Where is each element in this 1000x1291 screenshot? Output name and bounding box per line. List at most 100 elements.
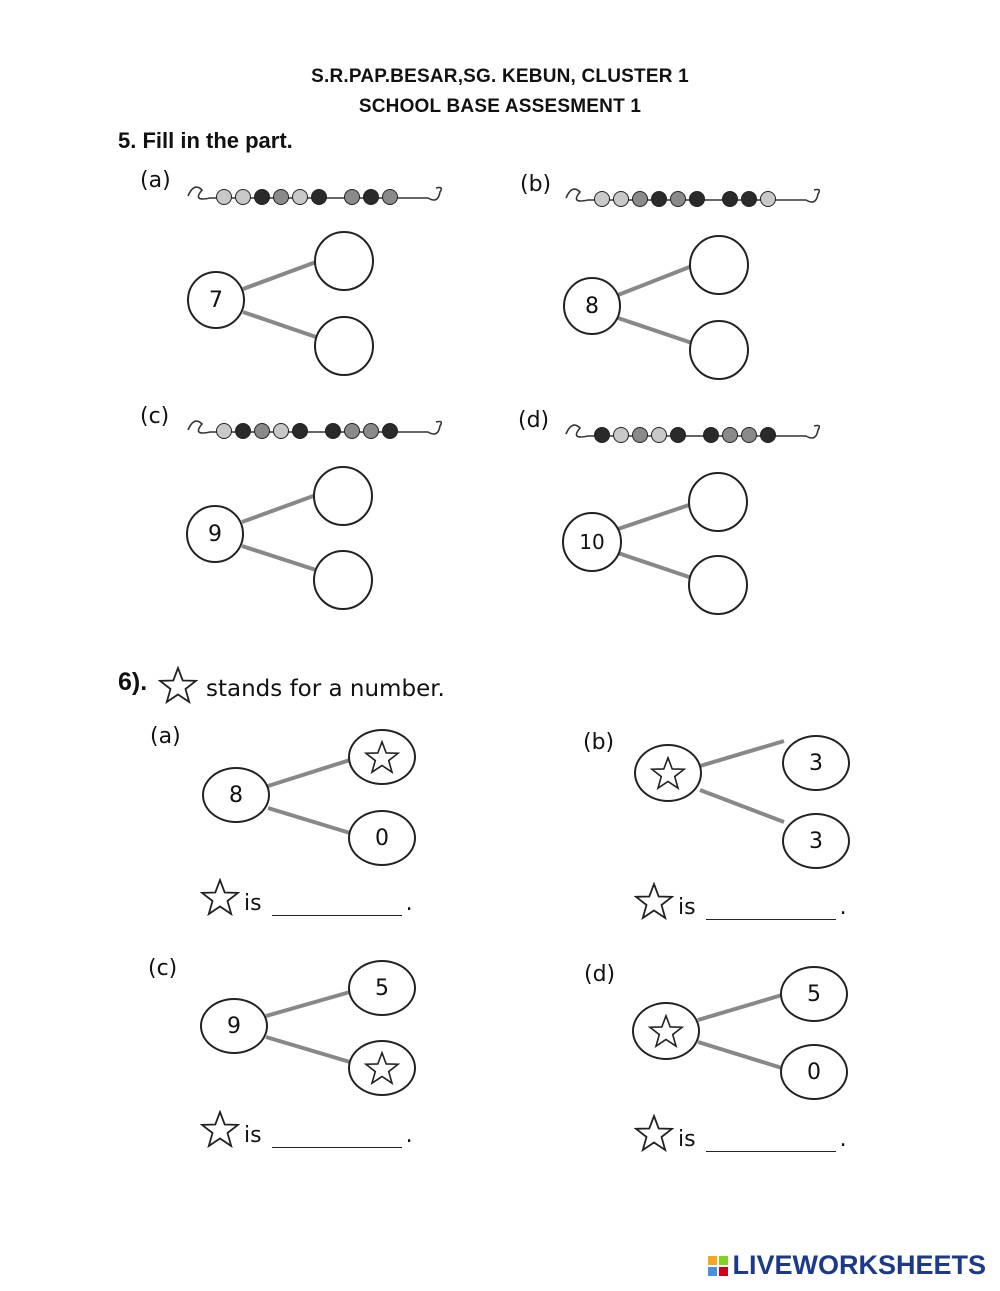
bead xyxy=(703,427,719,443)
q6c-part2-star-circle xyxy=(348,1040,416,1096)
q5d-part1-input[interactable] xyxy=(688,472,748,532)
star-icon xyxy=(200,878,240,916)
question-6-text: stands for a number. xyxy=(206,676,445,702)
bead xyxy=(741,191,757,207)
q6d-answer-blank[interactable] xyxy=(705,1131,836,1152)
q6d-part1-circle: 5 xyxy=(780,966,848,1022)
q5c-part1-input[interactable] xyxy=(313,466,373,526)
q6d-answer: is . xyxy=(634,1114,847,1152)
bead xyxy=(741,427,757,443)
q5-label-a: (a) xyxy=(140,168,171,193)
question-5-title: 5. Fill in the part. xyxy=(118,128,293,153)
bead xyxy=(632,191,648,207)
bead xyxy=(363,423,379,439)
q6d-whole-star-circle xyxy=(632,1002,700,1060)
school-title: S.R.PAP.BESAR,SG. KEBUN, CLUSTER 1 xyxy=(311,66,689,87)
star-icon xyxy=(364,740,400,774)
q5d-part2-input[interactable] xyxy=(688,555,748,615)
answer-word: is xyxy=(244,1123,262,1148)
q6a-whole-circle: 8 xyxy=(202,767,270,823)
q6a-part2-circle: 0 xyxy=(348,810,416,866)
q5b-part2-input[interactable] xyxy=(689,320,749,380)
bead xyxy=(344,189,360,205)
bead xyxy=(254,189,270,205)
q6a-answer: is . xyxy=(200,878,413,916)
bead xyxy=(670,191,686,207)
liveworksheets-logo-icon xyxy=(708,1255,729,1276)
q5a-part2-input[interactable] xyxy=(314,316,374,376)
answer-period: . xyxy=(405,1123,413,1148)
answer-period: . xyxy=(839,895,847,920)
bead xyxy=(689,191,705,207)
q6c-answer-blank[interactable] xyxy=(271,1127,402,1148)
bead xyxy=(594,427,610,443)
q6-label-d: (d) xyxy=(584,962,616,987)
q6b-whole-star-circle xyxy=(634,744,702,802)
bead xyxy=(651,191,667,207)
bead xyxy=(235,189,251,205)
q5c-whole-circle: 9 xyxy=(186,505,244,563)
bead xyxy=(216,423,232,439)
answer-word: is xyxy=(678,1127,696,1152)
bead xyxy=(670,427,686,443)
bead xyxy=(760,191,776,207)
bead-thread xyxy=(187,420,443,435)
q6-label-b: (b) xyxy=(583,730,615,755)
bead xyxy=(292,423,308,439)
q5c-part2-input[interactable] xyxy=(313,550,373,610)
bead xyxy=(344,423,360,439)
q6a-part1-star-circle xyxy=(348,729,416,785)
q6b-part2-circle: 3 xyxy=(782,813,850,869)
bead-thread xyxy=(565,424,821,439)
bead xyxy=(254,423,270,439)
bead xyxy=(311,189,327,205)
bead xyxy=(235,423,251,439)
q6b-answer: is . xyxy=(634,882,847,920)
q5a-whole-circle: 7 xyxy=(187,271,245,329)
liveworksheets-logo: LIVEWORKSHEETS xyxy=(708,1250,986,1281)
q6d-part2-circle: 0 xyxy=(780,1044,848,1100)
q5-label-c: (c) xyxy=(140,404,170,429)
star-icon xyxy=(650,756,686,790)
q5-label-d: (d) xyxy=(518,408,550,433)
answer-word: is xyxy=(678,895,696,920)
bead xyxy=(594,191,610,207)
assessment-title: SCHOOL BASE ASSESMENT 1 xyxy=(358,96,642,117)
bead xyxy=(292,189,308,205)
star-icon xyxy=(648,1014,684,1048)
q5b-part1-input[interactable] xyxy=(689,235,749,295)
bead xyxy=(613,191,629,207)
q6b-part1-circle: 3 xyxy=(782,735,850,791)
bead xyxy=(722,427,738,443)
logo-text: LIVEWORKSHEETS xyxy=(732,1250,986,1280)
bead-string-icon xyxy=(187,186,821,443)
star-icon xyxy=(364,1051,400,1085)
q6c-answer: is . xyxy=(200,1110,413,1148)
star-icon xyxy=(634,1114,674,1152)
q6b-answer-blank[interactable] xyxy=(705,899,836,920)
star-icon xyxy=(158,666,198,704)
q6a-answer-blank[interactable] xyxy=(271,895,402,916)
q6-label-c: (c) xyxy=(148,956,178,981)
bead xyxy=(216,189,232,205)
bead xyxy=(651,427,667,443)
answer-period: . xyxy=(405,891,413,916)
star-icon xyxy=(200,1110,240,1148)
bead xyxy=(382,423,398,439)
q6-label-a: (a) xyxy=(150,724,181,749)
bead xyxy=(722,191,738,207)
bead xyxy=(363,189,379,205)
q6c-whole-circle: 9 xyxy=(200,998,268,1054)
star-icon xyxy=(634,882,674,920)
question-6-number: 6). xyxy=(118,668,148,696)
q5a-part1-input[interactable] xyxy=(314,231,374,291)
answer-word: is xyxy=(244,891,262,916)
bead xyxy=(273,423,289,439)
bead xyxy=(760,427,776,443)
bead xyxy=(273,189,289,205)
q6c-part1-circle: 5 xyxy=(348,960,416,1016)
q5-label-b: (b) xyxy=(520,172,552,197)
bead xyxy=(325,423,341,439)
bead xyxy=(382,189,398,205)
